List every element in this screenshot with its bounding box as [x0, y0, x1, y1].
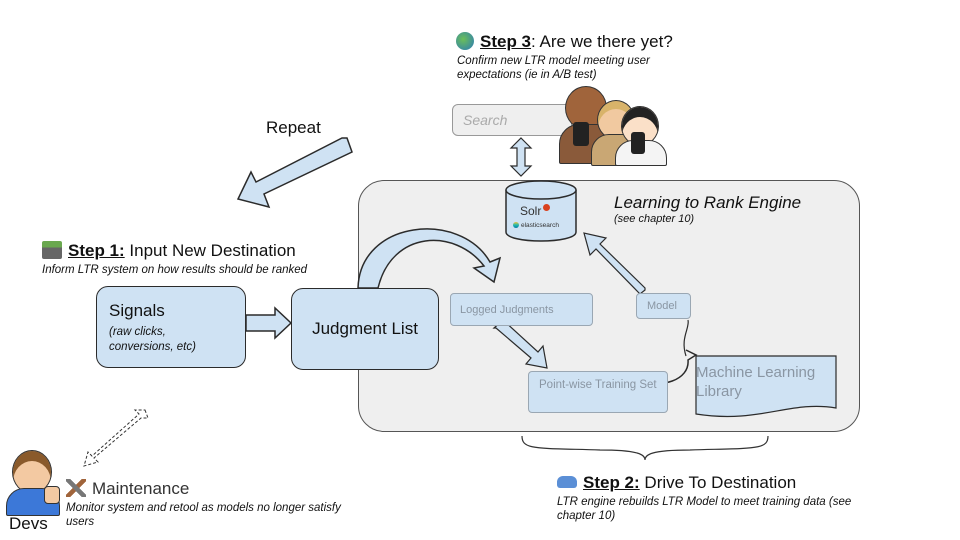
- step2-heading: Drive To Destination: [639, 473, 797, 492]
- elastic-text: elasticsearch: [521, 222, 559, 229]
- signals-title: Signals: [109, 301, 165, 320]
- tools-icon: [66, 479, 86, 497]
- step1-title: Step 1: Input New Destination: [42, 241, 296, 261]
- elastic-icon: [513, 222, 519, 228]
- users-group: [555, 86, 670, 166]
- ml-library-label: Machine Learning Library: [696, 364, 816, 400]
- step1-heading: Input New Destination: [124, 241, 296, 260]
- globe-icon: [456, 32, 474, 50]
- training-set-box: Point-wise Training Set: [528, 371, 668, 413]
- signals-to-judgment-arrow: [245, 306, 293, 340]
- step2-label: Step 2:: [583, 473, 640, 492]
- step2-note: LTR engine rebuilds LTR Model to meet tr…: [557, 496, 852, 523]
- step3-note: Confirm new LTR model meeting user expec…: [457, 55, 650, 82]
- signals-box: Signals (raw clicks, conversions, etc): [96, 286, 246, 368]
- logged-to-training-arrow: [492, 319, 548, 369]
- judgment-list-label: Judgment List: [312, 319, 418, 338]
- ml-to-model-connector: [683, 319, 689, 357]
- car-icon: [557, 476, 577, 488]
- step3-title: Step 3: Are we there yet?: [456, 32, 673, 52]
- step1-label: Step 1:: [68, 241, 125, 260]
- model-label: Model: [647, 300, 677, 312]
- solr-sun-icon: [543, 204, 551, 211]
- solr-logo: Solr: [520, 204, 551, 218]
- engine-title: Learning to Rank Engine: [614, 193, 802, 212]
- ml-library-shape: [695, 355, 837, 418]
- search-placeholder: Search: [463, 112, 508, 128]
- step3-label: Step 3: [480, 32, 532, 51]
- logged-judgments-box: Logged Judgments: [450, 293, 593, 326]
- solr-logo-text: Solr: [520, 204, 542, 218]
- devs-label: Devs: [9, 514, 48, 533]
- maintenance-title: Maintenance: [66, 479, 189, 499]
- logged-judgments-label: Logged Judgments: [460, 304, 554, 316]
- solr-cylinder: [505, 180, 577, 242]
- signals-subtitle: (raw clicks, conversions, etc): [109, 326, 196, 353]
- training-set-label: Point-wise Training Set: [539, 379, 657, 391]
- step2-brace: [521, 435, 769, 461]
- search-solr-arrow: [509, 137, 533, 177]
- judgment-to-logged-arrow: [357, 228, 502, 289]
- maintenance-arrow: [83, 409, 149, 467]
- step2-title: Step 2: Drive To Destination: [557, 473, 796, 493]
- step3-heading: : Are we there yet?: [531, 32, 673, 51]
- model-to-solr-arrow: [583, 232, 646, 295]
- step1-note: Inform LTR system on how results should …: [42, 264, 308, 276]
- dev-avatar: [6, 450, 64, 516]
- judgment-list-box: Judgment List: [291, 288, 439, 370]
- road-icon: [42, 241, 62, 259]
- maintenance-heading: Maintenance: [92, 479, 190, 498]
- model-box: Model: [636, 293, 691, 319]
- elastic-logo: elasticsearch: [513, 222, 559, 229]
- maintenance-note: Monitor system and retool as models no l…: [66, 502, 341, 529]
- search-box[interactable]: Search: [452, 104, 572, 136]
- thumbs-up-icon: [44, 486, 60, 504]
- repeat-label: Repeat: [266, 118, 321, 137]
- repeat-arrow: [236, 137, 353, 209]
- engine-note: (see chapter 10): [614, 213, 695, 225]
